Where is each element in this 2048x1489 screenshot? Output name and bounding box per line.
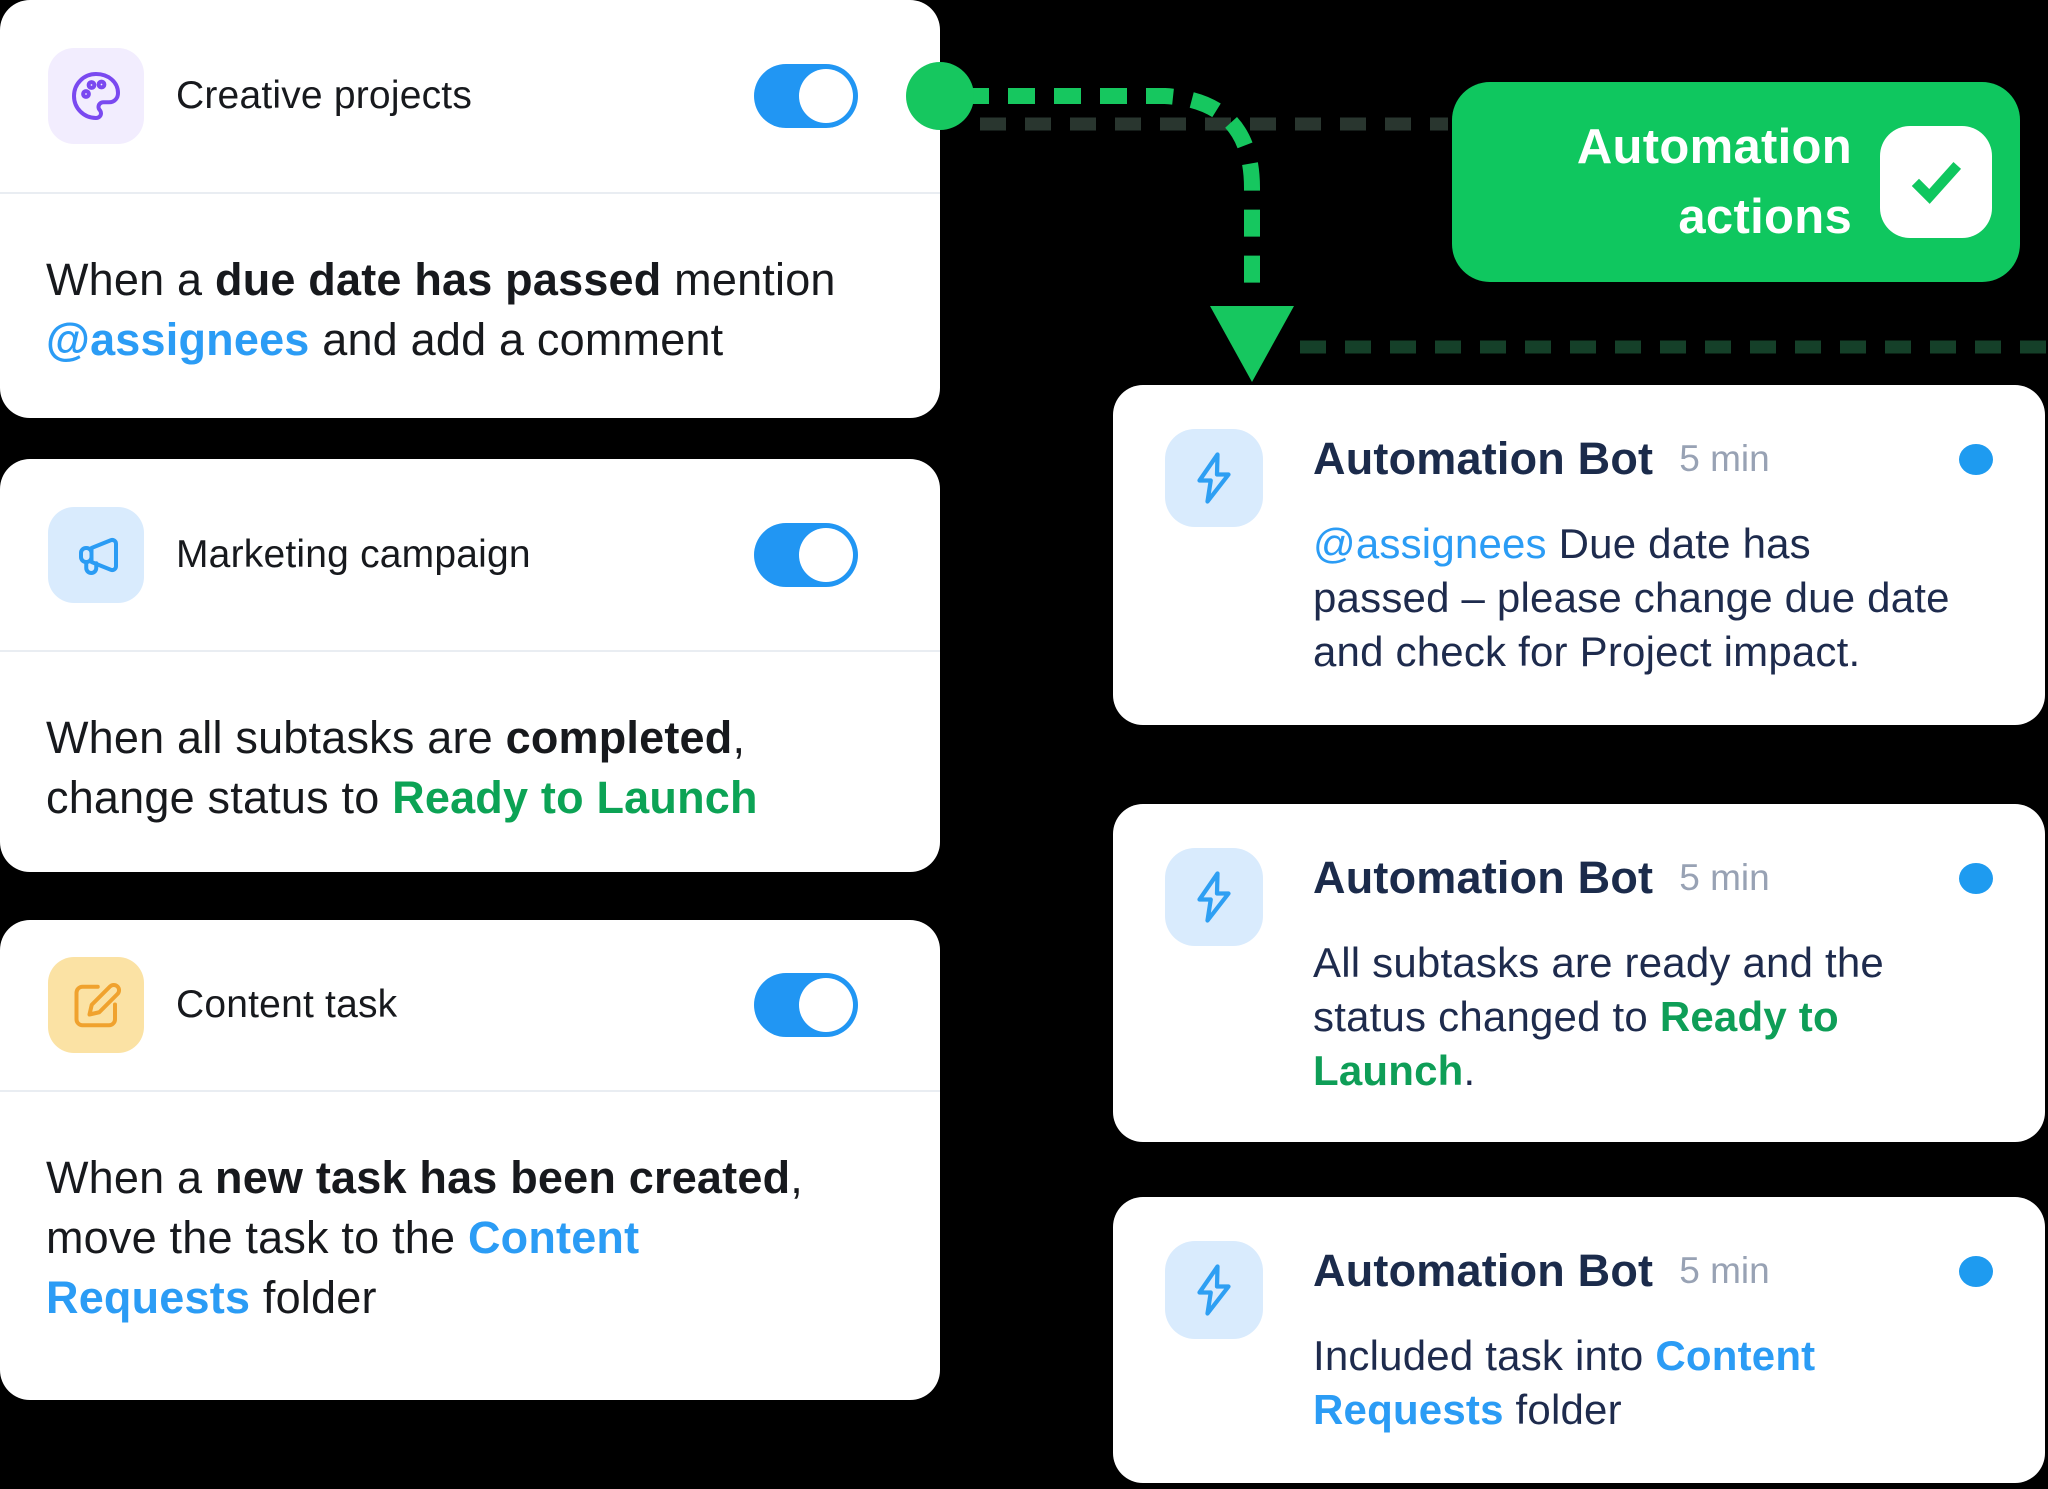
toggle-knob <box>799 527 853 582</box>
rule-card-content-task: Content task When a new task has been cr… <box>0 920 940 1400</box>
notification-card[interactable]: Automation Bot 5 min @assignees Due date… <box>1113 385 2045 725</box>
unread-dot <box>1959 443 1993 475</box>
bot-name: Automation Bot <box>1313 1245 1654 1296</box>
automation-actions-badge[interactable]: Automation actions <box>1452 82 2020 282</box>
notification-content: Automation Bot 5 min All subtasks are re… <box>1313 848 2001 1142</box>
toggle-knob <box>799 69 853 123</box>
notification-content: Automation Bot 5 min Included task into … <box>1313 1241 2001 1483</box>
creative-projects-toggle[interactable] <box>754 64 858 128</box>
notification-header: Automation Bot 5 min <box>1313 852 2001 904</box>
badge-label: Automation actions <box>1576 120 1852 244</box>
unread-dot <box>1959 862 1993 894</box>
rule-description: When a new task has been created,move th… <box>46 1152 803 1323</box>
notification-header: Automation Bot 5 min <box>1313 1245 2001 1297</box>
rule-label: Creative projects <box>176 74 473 117</box>
toggle-knob <box>799 978 853 1032</box>
notification-time: 5 min <box>1679 1250 1770 1291</box>
lightning-icon <box>1165 429 1263 527</box>
lightning-icon <box>1165 848 1263 946</box>
check-icon <box>1880 126 1992 238</box>
palette-icon <box>48 48 144 144</box>
rule-card-marketing-campaign: Marketing campaign When all subtasks are… <box>0 459 940 872</box>
rule-header: Creative projects <box>0 0 940 194</box>
notification-header: Automation Bot 5 min <box>1313 433 2001 485</box>
rule-card-creative-projects: Creative projects When a due date has pa… <box>0 0 940 418</box>
rule-description: When all subtasks are completed,change s… <box>46 712 758 823</box>
rule-label: Marketing campaign <box>176 532 531 576</box>
rule-description: When a due date has passed mention@assig… <box>46 254 836 365</box>
rule-header: Content task <box>0 920 940 1092</box>
notification-card[interactable]: Automation Bot 5 min All subtasks are re… <box>1113 804 2045 1142</box>
notification-time: 5 min <box>1679 438 1770 479</box>
notification-card[interactable]: Automation Bot 5 min Included task into … <box>1113 1197 2045 1483</box>
rule-label: Content task <box>176 983 398 1026</box>
marketing-campaign-toggle[interactable] <box>754 522 858 587</box>
rule-header: Marketing campaign <box>0 459 940 652</box>
notification-content: Automation Bot 5 min @assignees Due date… <box>1313 429 2001 725</box>
bot-name: Automation Bot <box>1313 852 1654 903</box>
unread-dot <box>1959 1255 1993 1287</box>
megaphone-icon <box>48 506 144 603</box>
notification-time: 5 min <box>1679 857 1770 898</box>
pencil-icon <box>48 957 144 1053</box>
bot-name: Automation Bot <box>1313 433 1654 484</box>
content-task-toggle[interactable] <box>754 973 858 1037</box>
lightning-icon <box>1165 1241 1263 1339</box>
